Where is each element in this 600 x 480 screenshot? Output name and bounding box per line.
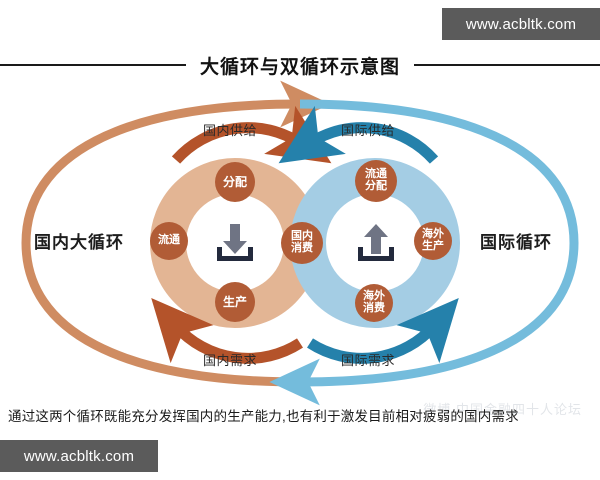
watermark-top: www.acbltk.com bbox=[442, 8, 600, 40]
download-icon bbox=[217, 224, 253, 261]
outer-arc-international bbox=[269, 99, 579, 406]
node-production[interactable]: 生产 bbox=[215, 282, 255, 322]
node-circulation-label: 流通 bbox=[158, 234, 180, 247]
page-title: 大循环与双循环示意图 bbox=[200, 56, 401, 78]
node-domestic-consumption-line1: 国内 bbox=[291, 230, 313, 243]
node-domestic-consumption[interactable]: 国内 消费 bbox=[281, 222, 323, 264]
node-overseas-consumption-line2: 消费 bbox=[363, 302, 385, 314]
node-overseas-consumption[interactable]: 海外 消费 bbox=[355, 284, 393, 322]
node-circulation-distribution[interactable]: 流通 分配 bbox=[355, 160, 397, 202]
node-distribution[interactable]: 分配 bbox=[215, 162, 255, 202]
node-circulation-distribution-line1: 流通 bbox=[365, 168, 387, 181]
label-international-demand: 国际需求 bbox=[341, 353, 396, 368]
node-overseas-production-line1: 海外 bbox=[422, 228, 444, 241]
label-domestic-cycle: 国内大循环 bbox=[34, 233, 124, 252]
node-distribution-label: 分配 bbox=[222, 174, 247, 189]
label-international-supply: 国际供给 bbox=[341, 123, 396, 138]
node-circulation-distribution-line2: 分配 bbox=[365, 180, 387, 192]
title-rule-right bbox=[414, 64, 600, 66]
upload-icon bbox=[358, 224, 394, 261]
arrow-international-demand bbox=[307, 298, 459, 364]
label-international-cycle: 国际循环 bbox=[480, 233, 552, 252]
node-overseas-consumption-line1: 海外 bbox=[363, 290, 385, 303]
title-row: 大循环与双循环示意图 bbox=[0, 48, 600, 82]
caption-text: 通过这两个循环既能充分发挥国内的生产能力,也有利于激发目前相对疲弱的国内需求 bbox=[8, 409, 519, 424]
node-domestic-consumption-line2: 消费 bbox=[291, 242, 313, 254]
label-domestic-demand: 国内需求 bbox=[203, 353, 258, 368]
ghost-watermark: 微博 中国金融四十人论坛 bbox=[423, 402, 582, 417]
outer-arc-domestic bbox=[21, 80, 331, 387]
title-rule-left bbox=[0, 64, 186, 66]
arrow-domestic-demand bbox=[151, 298, 303, 364]
node-circulation[interactable]: 流通 bbox=[150, 222, 188, 260]
node-overseas-production[interactable]: 海外 生产 bbox=[414, 222, 452, 260]
watermark-bottom: www.acbltk.com bbox=[0, 440, 158, 472]
node-production-label: 生产 bbox=[222, 294, 247, 309]
arrow-international-supply bbox=[278, 105, 439, 164]
node-overseas-production-line2: 生产 bbox=[422, 240, 444, 252]
label-domestic-supply: 国内供给 bbox=[203, 123, 258, 138]
